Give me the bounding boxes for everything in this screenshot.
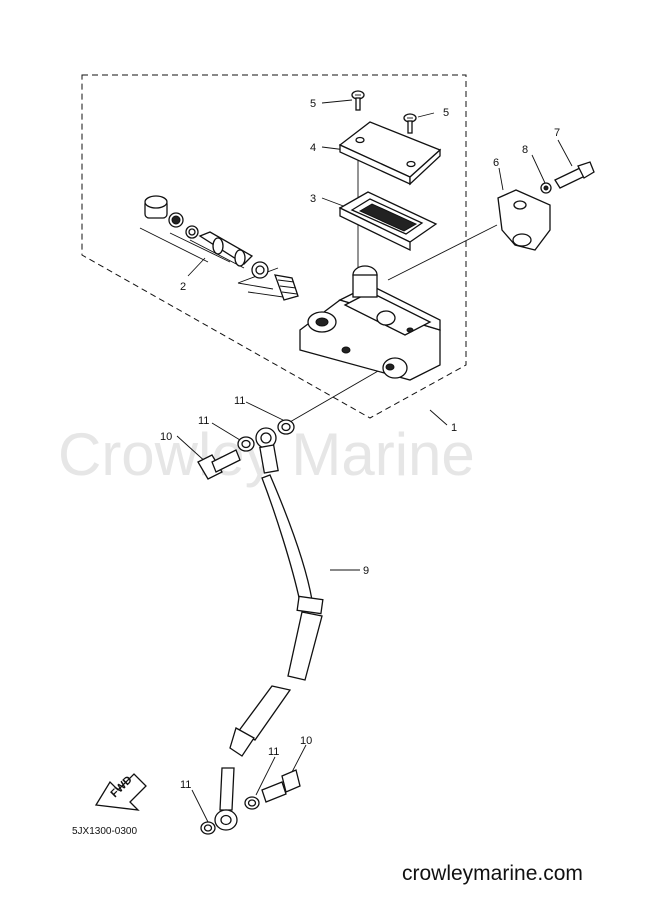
callout-6: 6 [493,157,499,169]
callouts: 1 2 3 4 5 5 6 7 8 9 10 10 11 11 11 11 [160,98,560,791]
washer-11-lower-left-hole [203,824,213,832]
callout-11-b: 11 [198,415,209,427]
clamp-bracket [497,189,551,251]
diagram-code: 5JX1300-0300 [72,826,137,837]
website-link[interactable]: crowleymarine.com [402,862,583,885]
washer-11-upper-right-hole [281,422,291,432]
washer-11-upper-left-hole [241,439,251,449]
union-bolt-10-lower [261,769,301,803]
callout-2: 2 [180,281,186,293]
callout-10-lower: 10 [300,735,312,747]
callout-5-left: 5 [310,98,316,110]
callout-4: 4 [310,142,316,154]
callout-3: 3 [310,193,316,205]
reservoir-cover [338,121,442,186]
callout-11-a: 11 [234,395,245,407]
callout-5-right: 5 [443,107,449,119]
callout-1: 1 [451,422,457,434]
callout-9: 9 [363,565,369,577]
brake-hose [214,427,324,831]
fwd-arrow-icon: FWD [94,773,147,811]
assembly-boundary [81,74,467,419]
callout-11-c: 11 [268,746,279,758]
callout-7: 7 [554,127,560,139]
union-bolt-10-upper [197,449,241,480]
washer-11-lower-right-hole [247,799,257,807]
master-cylinder-body [299,265,441,381]
bolt-7 [554,161,595,189]
piston-kit [144,195,299,301]
diaphragm [338,191,438,252]
washer-8-hole [543,185,549,191]
callout-10-upper: 10 [160,431,172,443]
callout-8: 8 [522,144,528,156]
screw-5-left [351,90,365,111]
screw-5-right [403,113,417,134]
callout-11-d: 11 [180,779,191,791]
